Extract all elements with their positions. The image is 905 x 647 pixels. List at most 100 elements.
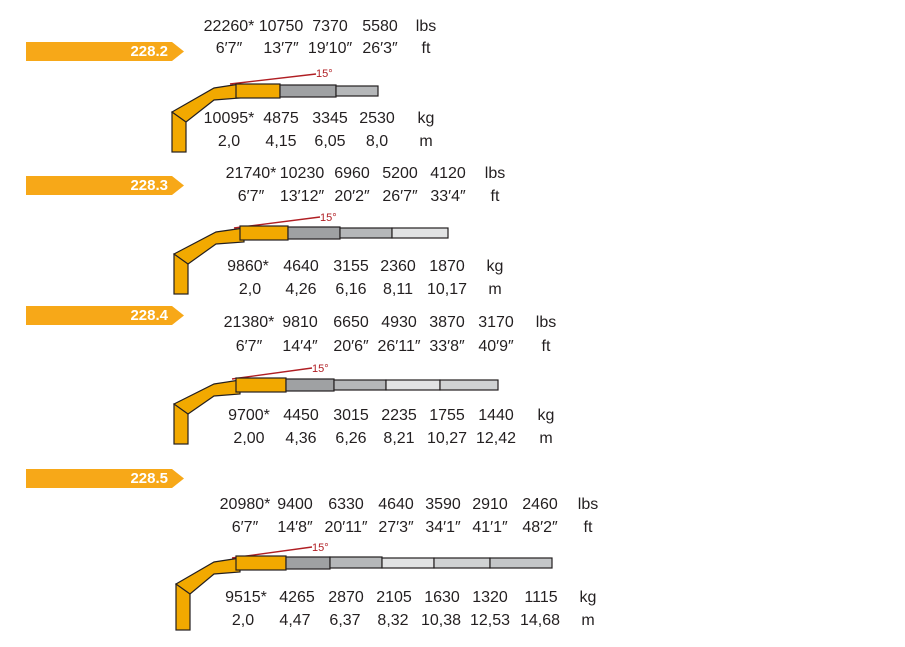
unit-label: ft xyxy=(421,40,431,57)
distance-value: 33′8″ xyxy=(429,338,465,355)
weight-value: 21380* xyxy=(223,314,275,331)
distance-value: 4,47 xyxy=(279,612,311,629)
distance-value: 41′1″ xyxy=(472,519,508,536)
distance-value: 19′10″ xyxy=(307,40,353,57)
angle-label: 15° xyxy=(312,542,329,554)
weight-value: 9400 xyxy=(277,496,313,513)
tag-shape xyxy=(26,306,184,325)
crane-diagram: 15° xyxy=(172,212,449,295)
weight-value: 21740* xyxy=(225,165,277,182)
weight-value: 3345 xyxy=(312,110,348,127)
distance-value: 20′2″ xyxy=(334,188,370,205)
unit-label: lbs xyxy=(577,496,599,513)
unit-label: m xyxy=(539,430,553,447)
distance-value: 33′4″ xyxy=(430,188,466,205)
model-tag: 228.5 xyxy=(26,469,184,488)
distance-value: 20′11″ xyxy=(324,519,368,536)
weight-value: 7370 xyxy=(312,18,348,35)
weight-value: 2460 xyxy=(522,496,558,513)
distance-value: 6′7″ xyxy=(235,338,263,355)
weight-value: 22260* xyxy=(203,18,255,35)
distance-value: 6,16 xyxy=(335,281,367,298)
model-228-4: 228.4 21380* 9810 6650 4930 3870 3170 lb… xyxy=(26,306,557,447)
model-name: 228.3 xyxy=(130,177,168,194)
weight-value: 4640 xyxy=(283,258,319,275)
weight-value: 2870 xyxy=(328,589,364,606)
distance-value: 8,0 xyxy=(365,133,389,150)
weight-value: 3590 xyxy=(425,496,461,513)
distance-value: 8,11 xyxy=(383,281,413,298)
distance-value: 8,21 xyxy=(383,430,415,447)
distance-value: 13′12″ xyxy=(279,188,325,205)
weight-value: 5200 xyxy=(382,165,418,182)
weight-value: 6330 xyxy=(328,496,364,513)
weight-value: 9860* xyxy=(227,258,269,275)
unit-label: lbs xyxy=(535,314,557,331)
weight-value: 4875 xyxy=(263,110,299,127)
weight-value: 3015 xyxy=(333,407,369,424)
weight-value: 3170 xyxy=(478,314,514,331)
distance-value: 4,15 xyxy=(265,133,297,150)
weight-value: 1630 xyxy=(424,589,460,606)
distance-value: 6′7″ xyxy=(215,40,243,57)
model-name: 228.2 xyxy=(130,43,168,60)
distance-value: 10,27 xyxy=(426,430,468,447)
weight-value: 2530 xyxy=(359,110,395,127)
distance-value: 48′2″ xyxy=(522,519,558,536)
distance-value: 27′3″ xyxy=(378,519,414,536)
distance-value: 6′7″ xyxy=(231,519,259,536)
weight-value: 2235 xyxy=(381,407,417,424)
crane-diagram: 15° xyxy=(172,363,499,445)
distance-value: 20′6″ xyxy=(333,338,369,355)
weight-value: 6650 xyxy=(333,314,369,331)
distance-value: 26′3″ xyxy=(362,40,398,57)
model-228-3: 228.3 21740* 10230 6960 5200 4120 lbs 6′… xyxy=(0,0,905,310)
weight-value: 1115 xyxy=(524,589,558,606)
distance-value: 14,68 xyxy=(519,612,561,629)
distance-value: 10,17 xyxy=(426,281,468,298)
distance-value: 6,05 xyxy=(314,133,346,150)
unit-label: kg xyxy=(486,258,504,275)
weight-value: 9700* xyxy=(228,407,270,424)
unit-label: kg xyxy=(537,407,555,424)
weight-value: 10095* xyxy=(203,110,255,127)
unit-label: ft xyxy=(541,338,551,355)
weight-value: 1320 xyxy=(472,589,508,606)
model-name: 228.4 xyxy=(130,307,168,324)
weight-value: 9515* xyxy=(225,589,267,606)
unit-label: kg xyxy=(579,589,597,606)
unit-label: m xyxy=(488,281,502,298)
distance-value: 6,37 xyxy=(329,612,361,629)
model-tag: 228.3 xyxy=(26,176,184,195)
weight-value: 4265 xyxy=(279,589,315,606)
distance-value: 14′8″ xyxy=(277,519,313,536)
weight-value: 3155 xyxy=(333,258,369,275)
weight-value: 4930 xyxy=(381,314,417,331)
weight-value: 1870 xyxy=(429,258,465,275)
unit-label: m xyxy=(581,612,595,629)
distance-value: 2,0 xyxy=(238,281,262,298)
distance-value: 13′7″ xyxy=(263,40,299,57)
unit-label: lbs xyxy=(415,18,437,35)
weight-value: 4120 xyxy=(430,165,466,182)
model-228-2: 228.2 22260* 10750 7370 5580 lbs 6′7″ 13… xyxy=(0,0,905,160)
weight-value: 9810 xyxy=(282,314,318,331)
model-tag: 228.4 xyxy=(26,306,184,325)
weight-value: 3870 xyxy=(429,314,465,331)
distance-value: 6′7″ xyxy=(237,188,265,205)
weight-value: 2105 xyxy=(376,589,412,606)
distance-value: 10,38 xyxy=(420,612,462,629)
angle-label: 15° xyxy=(312,363,329,375)
distance-value: 4,36 xyxy=(285,430,317,447)
weight-value: 1755 xyxy=(429,407,465,424)
distance-value: 2,0 xyxy=(217,133,241,150)
distance-value: 26′11″ xyxy=(377,338,421,355)
weight-value: 1440 xyxy=(478,407,514,424)
distance-value: 14′4″ xyxy=(282,338,318,355)
weight-value: 20980* xyxy=(219,496,271,513)
model-name: 228.5 xyxy=(130,470,168,487)
angle-label: 15° xyxy=(320,212,337,224)
weight-value: 10230 xyxy=(279,165,325,182)
